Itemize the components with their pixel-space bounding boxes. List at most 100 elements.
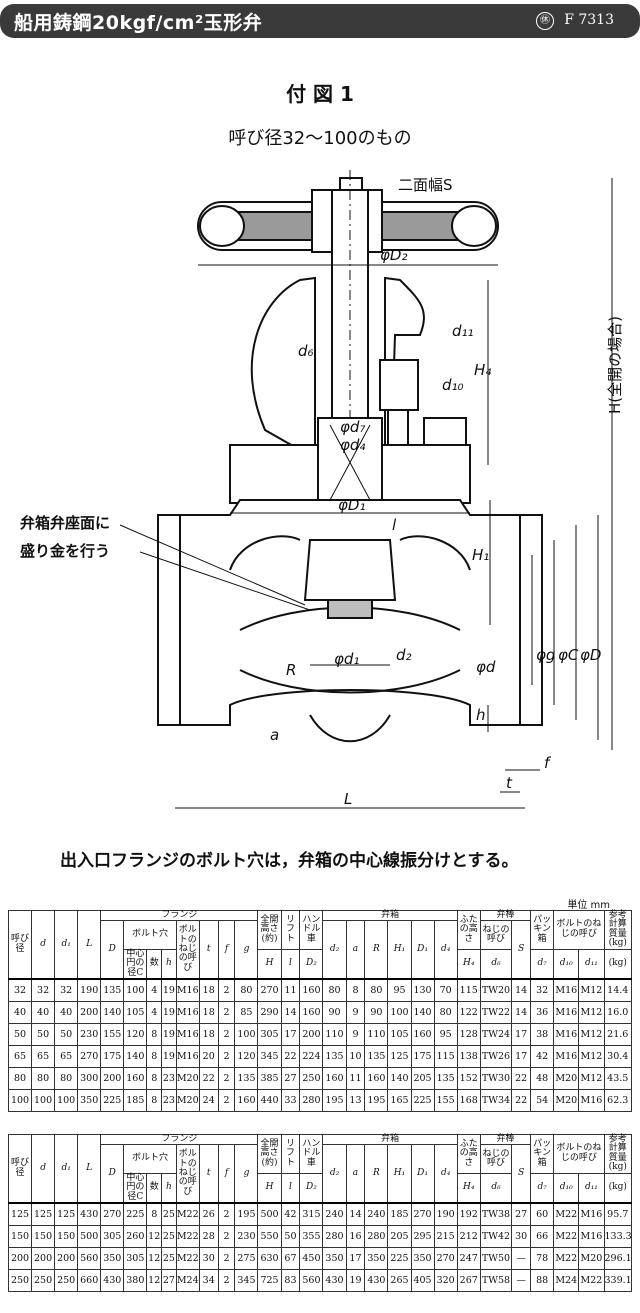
label-d10: d₁₀	[442, 376, 464, 394]
table-cell: 160	[123, 1066, 148, 1090]
th2-full-open: 全開高さ(約)	[257, 1134, 282, 1174]
label-phi-d: φd	[476, 658, 496, 676]
label-h1: H₁	[472, 546, 489, 564]
table-cell: 200	[7, 1246, 33, 1270]
table-cell: 165	[387, 1088, 412, 1112]
header-bar: 船用鋳鋼20kgf/cm²玉形弁 ㊡ F 7313	[0, 4, 640, 38]
table-cell: 135	[100, 978, 125, 1002]
th2-S: S	[511, 1144, 532, 1204]
th-H4: H₄	[456, 948, 481, 980]
table-cell: 9	[345, 1000, 366, 1024]
table-cell: 270	[77, 1044, 102, 1068]
table-cell: TW38	[479, 1202, 513, 1226]
figure-title: 付 図 1	[286, 82, 354, 106]
table-cell: 100	[54, 1088, 79, 1112]
table-cell: M22	[175, 1246, 200, 1270]
table-cell: 160	[410, 1022, 435, 1046]
table-cell: 155	[433, 1088, 458, 1112]
label-d7: φd₇	[340, 418, 365, 436]
table-cell: 21.6	[603, 1022, 633, 1046]
th2-t: t	[198, 1144, 219, 1204]
table-cell: 32	[7, 978, 33, 1002]
table-cell: 205	[410, 1066, 435, 1090]
th-handwheel: ハンドル車	[299, 910, 324, 950]
unit-label: 単位 mm	[567, 900, 610, 911]
table-cell: 78	[530, 1246, 555, 1270]
table-cell: 133.3	[603, 1224, 633, 1248]
table-cell: TW58	[479, 1268, 513, 1292]
table-cell: 26	[198, 1202, 219, 1226]
table-cell: 275	[234, 1246, 259, 1270]
table-cell: M16	[553, 1022, 580, 1046]
table-cell: 22	[198, 1066, 219, 1090]
table-cell: 725	[257, 1268, 282, 1292]
table-cell: 2	[217, 978, 236, 1002]
label-t: t	[506, 774, 513, 792]
table-cell: M20	[553, 1066, 580, 1090]
table-cell: 195	[234, 1202, 259, 1226]
table-cell: M22	[578, 1268, 605, 1292]
table-cell: 34	[198, 1268, 219, 1292]
table-cell: 160	[234, 1088, 259, 1112]
table-cell: 40	[31, 1000, 56, 1024]
table-cell: 19	[161, 978, 177, 1002]
table-cell: 8	[146, 1088, 163, 1112]
th-a: a	[345, 920, 366, 980]
table-cell: 2	[217, 1246, 236, 1270]
label-f: f	[544, 754, 552, 772]
th2-handwheel: ハンドル車	[299, 1134, 324, 1174]
th-D2: D₂	[299, 948, 324, 980]
table-cell: M20	[553, 1088, 580, 1112]
th2-kg: (kg)	[603, 1172, 633, 1204]
th-H: H	[257, 948, 282, 980]
document-title: 船用鋳鋼20kgf/cm²玉形弁	[14, 12, 263, 34]
table-cell: 380	[123, 1268, 148, 1292]
table-cell: 20	[198, 1044, 219, 1068]
th-l: l	[280, 948, 301, 980]
th2-bolt-hole: ボルト穴	[123, 1144, 177, 1174]
th2-l: l	[280, 1172, 301, 1204]
table-cell: 19	[161, 1000, 177, 1024]
table-cell: 50	[7, 1022, 33, 1046]
th2-d6: d₆	[479, 1172, 513, 1204]
table-cell: 190	[77, 978, 102, 1002]
table-cell: 135	[322, 1044, 347, 1068]
th2-bolt-thread: ボルトのねじの呼び	[553, 1134, 605, 1174]
label-h-full: H(全開の場合)	[606, 316, 624, 414]
table-cell: 120	[123, 1022, 148, 1046]
table-cell: —	[511, 1246, 532, 1270]
th2-g: g	[234, 1144, 259, 1204]
table-cell: 270	[410, 1202, 435, 1226]
label-phi-c: φC	[558, 646, 579, 664]
table-cell: 270	[100, 1202, 125, 1226]
th-H1: H₁	[387, 920, 412, 980]
table-cell: 215	[433, 1224, 458, 1248]
table-cell: 152	[456, 1066, 481, 1090]
standard-code: F 7313	[564, 12, 614, 28]
valve-drawing: 二面幅S φD₂ d₁₁ d₆ H₄ d₁₀ φd₇ φd₄ H(全開の場合) …	[20, 170, 624, 809]
th-f: f	[217, 920, 236, 980]
table-cell: M16	[553, 978, 580, 1002]
th2-d11: d₁₁	[578, 1172, 605, 1204]
spec-table-2: 呼び径 d d₁ L フランジ 全開高さ(約) リフト ハンドル車 弁箱 ふたの…	[7, 1133, 633, 1292]
table-cell: 27	[280, 1066, 301, 1090]
table-cell: 350	[410, 1246, 435, 1270]
table-cell: 32	[31, 978, 56, 1002]
table-cell: 267	[456, 1268, 481, 1292]
jis-mark-icon: ㊡	[536, 12, 554, 30]
table-cell: 23	[161, 1088, 177, 1112]
table-cell: 8	[345, 978, 366, 1002]
table-cell: 48	[530, 1066, 555, 1090]
th-bolt-hole: ボルト穴	[123, 920, 177, 950]
spec-table-1: 呼び径 d d₁ L フランジ 全開高さ(約) リフト ハンドル車 弁箱 ふたの…	[7, 909, 633, 1112]
table-cell: 122	[456, 1000, 481, 1024]
table-cell: 110	[364, 1022, 389, 1046]
table-cell: 185	[387, 1202, 412, 1226]
table-cell: 95.7	[603, 1202, 633, 1226]
table-cell: M16	[175, 1000, 200, 1024]
table-cell: 339.1	[603, 1268, 633, 1292]
th2-nominal: 呼び径	[7, 1134, 33, 1204]
